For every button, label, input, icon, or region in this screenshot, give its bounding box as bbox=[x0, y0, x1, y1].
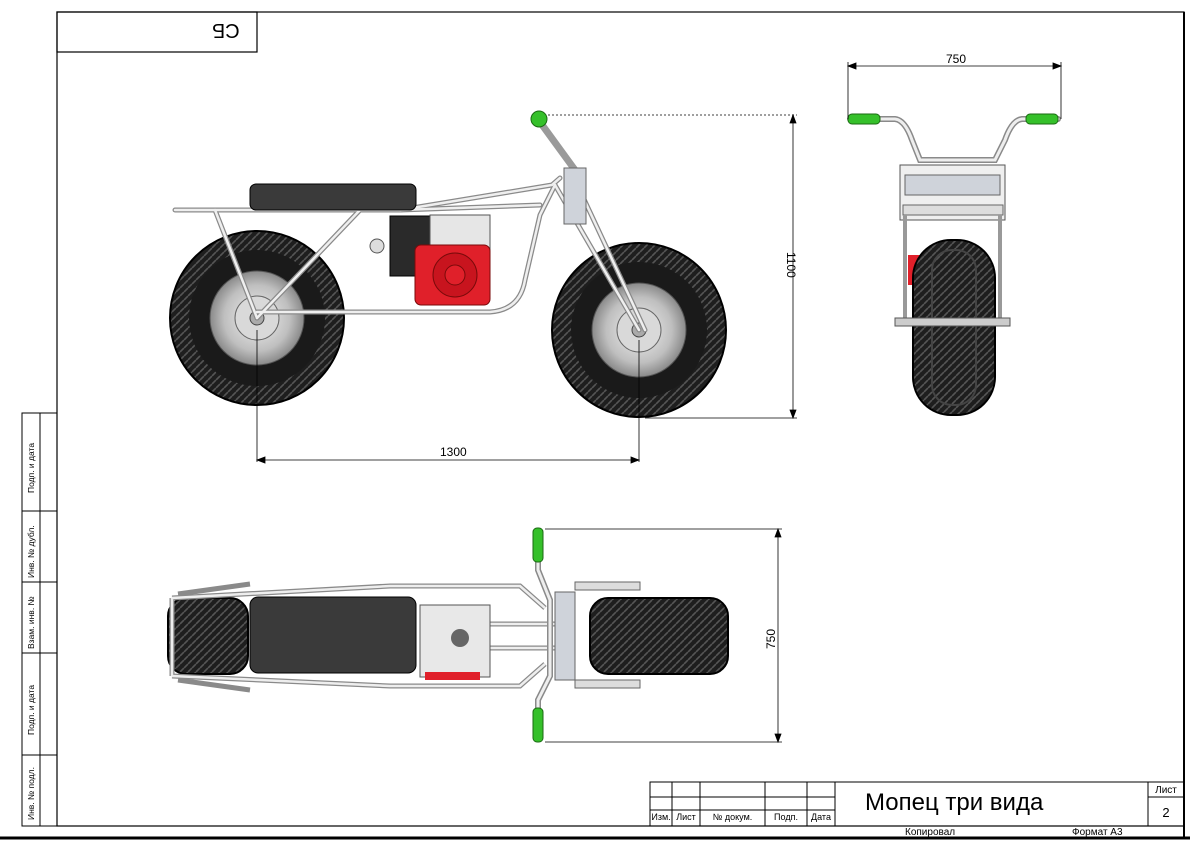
col-doc-number: № докум. bbox=[712, 812, 753, 822]
title-block-lines bbox=[649, 781, 1185, 827]
seat bbox=[249, 183, 417, 211]
stamp-code: СБ bbox=[212, 19, 240, 41]
sheet-label: Лист bbox=[1155, 785, 1177, 796]
left-strip bbox=[21, 412, 58, 827]
left-grip bbox=[847, 113, 881, 125]
strip-label-orig-inv: Инв. № подл. bbox=[26, 767, 36, 820]
side-view bbox=[169, 110, 797, 464]
side-dims bbox=[255, 113, 797, 464]
front-width-dim-label: 750 bbox=[946, 52, 967, 66]
drawing-title: Мопец три вида bbox=[865, 789, 1044, 816]
sheet-frame bbox=[56, 11, 1185, 827]
top-width-dim-label: 750 bbox=[764, 628, 778, 649]
engine bbox=[389, 214, 491, 306]
col-change: Изм. bbox=[651, 812, 671, 822]
format-label: Формат А3 bbox=[1072, 827, 1123, 838]
right-grip bbox=[1025, 113, 1059, 125]
stamp-box bbox=[56, 11, 258, 53]
col-sheet: Лист bbox=[676, 812, 696, 822]
sheet-number: 2 bbox=[1162, 805, 1170, 820]
col-signature: Подп. bbox=[774, 812, 798, 822]
height-dim-label: 1100 bbox=[784, 252, 798, 278]
top-view bbox=[167, 527, 782, 744]
col-date: Дата bbox=[811, 812, 831, 822]
top-dims bbox=[545, 527, 782, 744]
front-dims bbox=[846, 62, 1063, 119]
strip-label-sign-date-2: Подп. и дата bbox=[26, 684, 36, 735]
wheelbase-dim-label: 1300 bbox=[440, 445, 467, 459]
copied-label: Копировал bbox=[905, 827, 956, 838]
strip-label-replace-inv: Взам. инв. № bbox=[26, 596, 36, 649]
handlebar bbox=[530, 110, 587, 225]
front-tire bbox=[912, 239, 996, 416]
front-view bbox=[846, 62, 1063, 416]
strip-label-dup-inv: Инв. № дубл. bbox=[26, 525, 36, 578]
strip-label-sign-date-1: Подп. и дата bbox=[26, 442, 36, 493]
sprocket bbox=[369, 238, 385, 254]
